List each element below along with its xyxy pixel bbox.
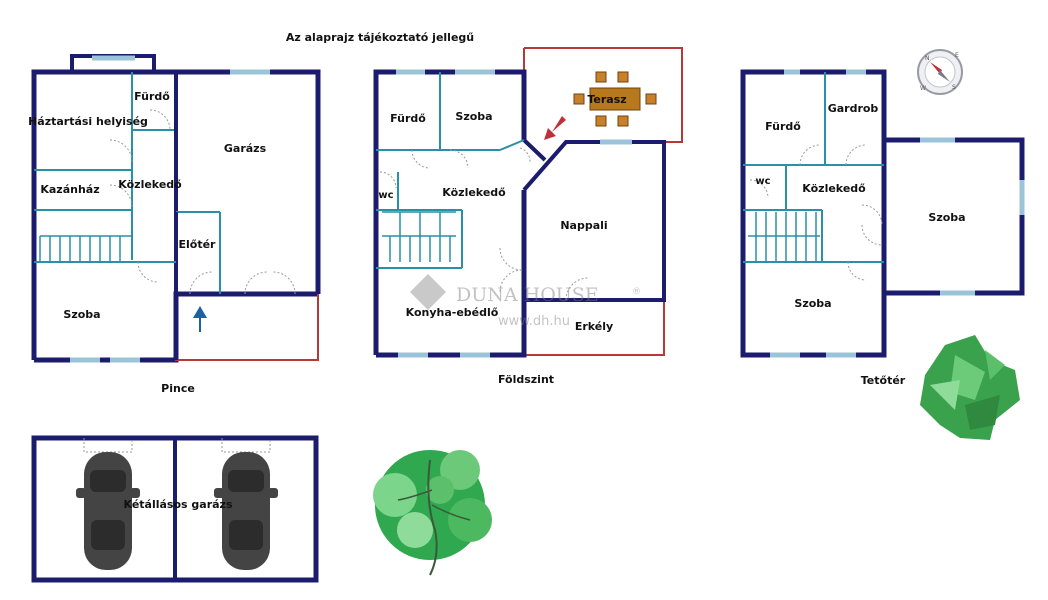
compass-s: S: [952, 84, 956, 91]
room-label-gardrob: Gardrob: [828, 102, 879, 115]
tetoter-door-swing: [845, 144, 867, 166]
duna-house-logo-icon: [410, 274, 446, 310]
room-label-wc: wc: [378, 190, 393, 201]
entrance-arrow-red-icon: [544, 116, 566, 140]
room-label-szoba: Szoba: [794, 297, 831, 310]
pince-door-swing: [109, 139, 133, 163]
foldszint-outer-wall: [522, 138, 547, 162]
compass-n: N: [925, 55, 930, 62]
room-label-wc: wc: [755, 176, 770, 187]
compass-w: W: [920, 85, 926, 92]
room-label-kozlekedo: Közlekedő: [802, 182, 866, 195]
foldszint-door-swing: [499, 247, 523, 271]
terasz-exterior-line: [524, 47, 683, 143]
watermark-reg: ®: [632, 287, 641, 297]
room-label-terasz: Terasz: [587, 93, 626, 106]
double-garage: Kétállásos garázs: [31, 435, 319, 583]
room-label-garazs: Garázs: [224, 142, 267, 155]
room-label-nappali: Nappali: [560, 219, 607, 232]
room-label-kozlekedo: Közlekedő: [442, 186, 506, 199]
pince-door-swing: [137, 261, 159, 283]
floor-pince: Háztartási helyiség Fürdő Garázs Kazánhá…: [28, 54, 321, 395]
tree-icon: [373, 450, 492, 576]
pince-stairs: [39, 235, 132, 262]
watermark-brand: DUNA HOUSE: [456, 284, 599, 306]
compass-e: E: [955, 52, 959, 59]
floor-caption-pince: Pince: [161, 382, 195, 395]
room-label-szoba: Szoba: [63, 308, 100, 321]
room-label-szoba: Szoba: [928, 211, 965, 224]
watermark-url: www.dh.hu: [498, 314, 570, 329]
foldszint-door-swing: [449, 149, 469, 169]
watermark: DUNA HOUSE ® www.dh.hu: [410, 274, 641, 329]
room-label-konyha: Konyha-ebédlő: [406, 306, 499, 319]
pince-door-swing: [149, 109, 171, 131]
foldszint-door-swing: [499, 269, 523, 293]
room-label-kozlekedo: Közlekedő: [118, 178, 182, 191]
compass-icon: N S E W: [917, 49, 963, 95]
tetoter-door-swing: [847, 261, 867, 281]
tetoter-door-swing: [861, 224, 883, 246]
dining-table-icon: [573, 71, 657, 127]
foldszint-door-swing: [565, 277, 589, 301]
tetoter-stairs: [748, 212, 820, 262]
entrance-arrow-icon: [193, 306, 207, 332]
floor-tetoter: Fürdő Gardrob wc Közlekedő Szoba Szoba T…: [740, 69, 1025, 387]
disclaimer-note: Az alaprajz tájékoztató jellegű: [286, 31, 474, 44]
foldszint-door-swing: [379, 171, 397, 189]
tetoter-door-swing: [799, 144, 821, 166]
nappali-wall: [522, 140, 666, 302]
pince-door-swing: [244, 271, 268, 295]
car-icon: [76, 452, 140, 570]
tetoter-door-swing: [861, 204, 883, 226]
floor-caption-foldszint: Földszint: [498, 373, 554, 386]
floor-caption-tetoter: Tetőtér: [861, 374, 906, 387]
garage-label: Kétállásos garázs: [123, 498, 232, 511]
room-label-szoba: Szoba: [455, 110, 492, 123]
room-label-haztartasi: Háztartási helyiség: [28, 115, 148, 128]
room-label-furdo: Fürdő: [765, 120, 801, 133]
pince-exterior-line: [175, 294, 319, 361]
room-label-furdo: Fürdő: [390, 112, 426, 125]
plant-icon: [920, 335, 1020, 440]
foldszint-outer-wall: [373, 69, 527, 355]
foldszint-stairs: [382, 211, 456, 262]
floor-foldszint: Fürdő Szoba Terasz wc Közlekedő Nappali …: [373, 47, 683, 386]
car-icon: [214, 452, 278, 570]
tetoter-door-swing: [749, 179, 769, 199]
foldszint-outer-wall: [376, 190, 527, 358]
room-label-eloter: Előtér: [179, 238, 217, 251]
pince-door-swing: [272, 271, 296, 295]
foldszint-inner-wall: [499, 139, 525, 151]
room-label-furdo: Fürdő: [134, 90, 170, 103]
room-label-kazanhaz: Kazánház: [40, 183, 99, 196]
room-label-erkely: Erkély: [575, 320, 613, 333]
pince-door-swing: [189, 271, 213, 295]
foldszint-door-swing: [519, 147, 531, 163]
pince-door-swing: [109, 184, 133, 208]
foldszint-door-swing: [411, 149, 431, 169]
